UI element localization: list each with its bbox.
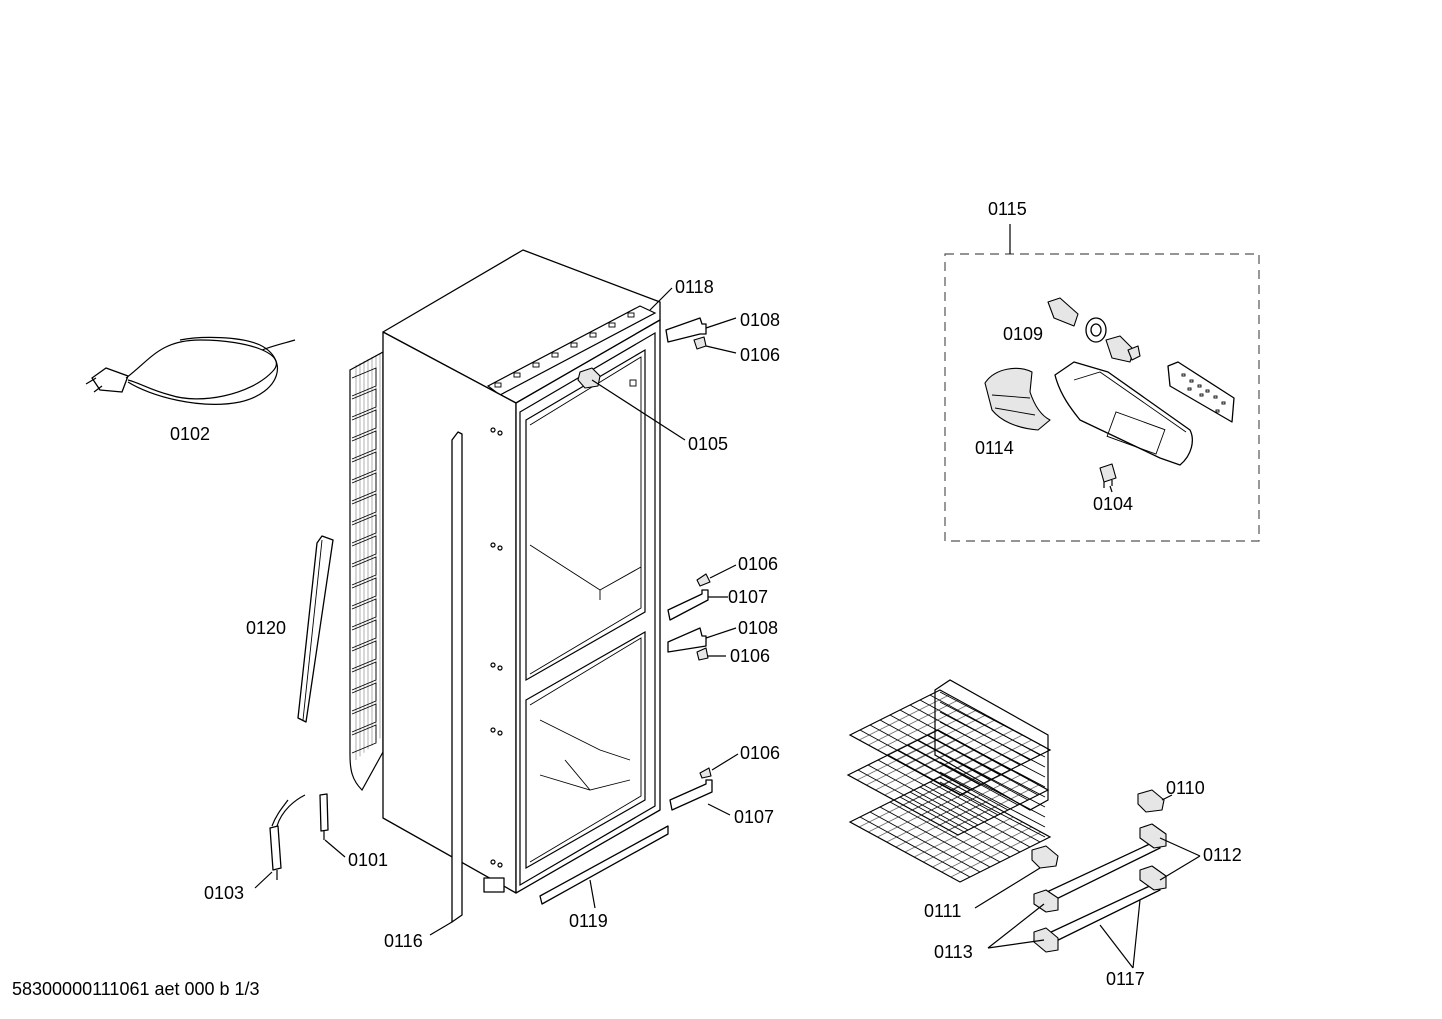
label-0103: 0103 (204, 883, 244, 903)
label-0112: 0112 (1203, 845, 1242, 865)
power-cord (85, 336, 296, 405)
hinge-top (665, 317, 737, 354)
wire-shelves (846, 679, 1052, 883)
condenser-coil (349, 350, 384, 791)
label-0110: 0110 (1166, 778, 1205, 798)
label-0106-low: 0106 (740, 743, 780, 763)
label-0113: 0113 (934, 942, 973, 962)
label-0106-top: 0106 (740, 345, 780, 365)
shelf-rails (974, 789, 1201, 969)
label-0117: 0117 (1106, 969, 1145, 989)
label-0106-mid2: 0106 (730, 646, 770, 666)
label-0104: 0104 (1093, 494, 1133, 514)
label-0118: 0118 (675, 277, 714, 297)
label-0120: 0120 (246, 618, 286, 638)
door-seal-strip (429, 431, 463, 936)
document-footer-code: 58300000111061 aet 000 b 1/3 (12, 979, 260, 999)
label-0109: 0109 (1003, 324, 1043, 344)
label-0116: 0116 (384, 931, 423, 951)
label-0108-top: 0108 (740, 310, 780, 330)
label-0101: 0101 (348, 850, 388, 870)
label-0107-low: 0107 (734, 807, 774, 827)
label-0108-mid: 0108 (738, 618, 778, 638)
side-strip (297, 535, 334, 723)
dryer-filter (254, 794, 306, 889)
hinge-middle (667, 564, 737, 661)
label-0114: 0114 (975, 438, 1014, 458)
label-0119: 0119 (569, 911, 608, 931)
bottom-strip (539, 825, 669, 909)
thermostat (577, 367, 686, 441)
fridge-cabinet (382, 249, 661, 894)
label-0111: 0111 (924, 901, 961, 921)
label-0107-mid: 0107 (728, 587, 768, 607)
hinge-bottom (669, 753, 739, 816)
sensor-tube (319, 793, 346, 858)
label-0102: 0102 (170, 424, 210, 444)
label-0115: 0115 (988, 199, 1027, 219)
part-labels: 0115 0118 0108 0106 0109 0102 0105 0114 … (170, 199, 1242, 989)
light-assembly-box (944, 224, 1260, 542)
label-0105: 0105 (688, 434, 728, 454)
label-0106-mid: 0106 (738, 554, 778, 574)
